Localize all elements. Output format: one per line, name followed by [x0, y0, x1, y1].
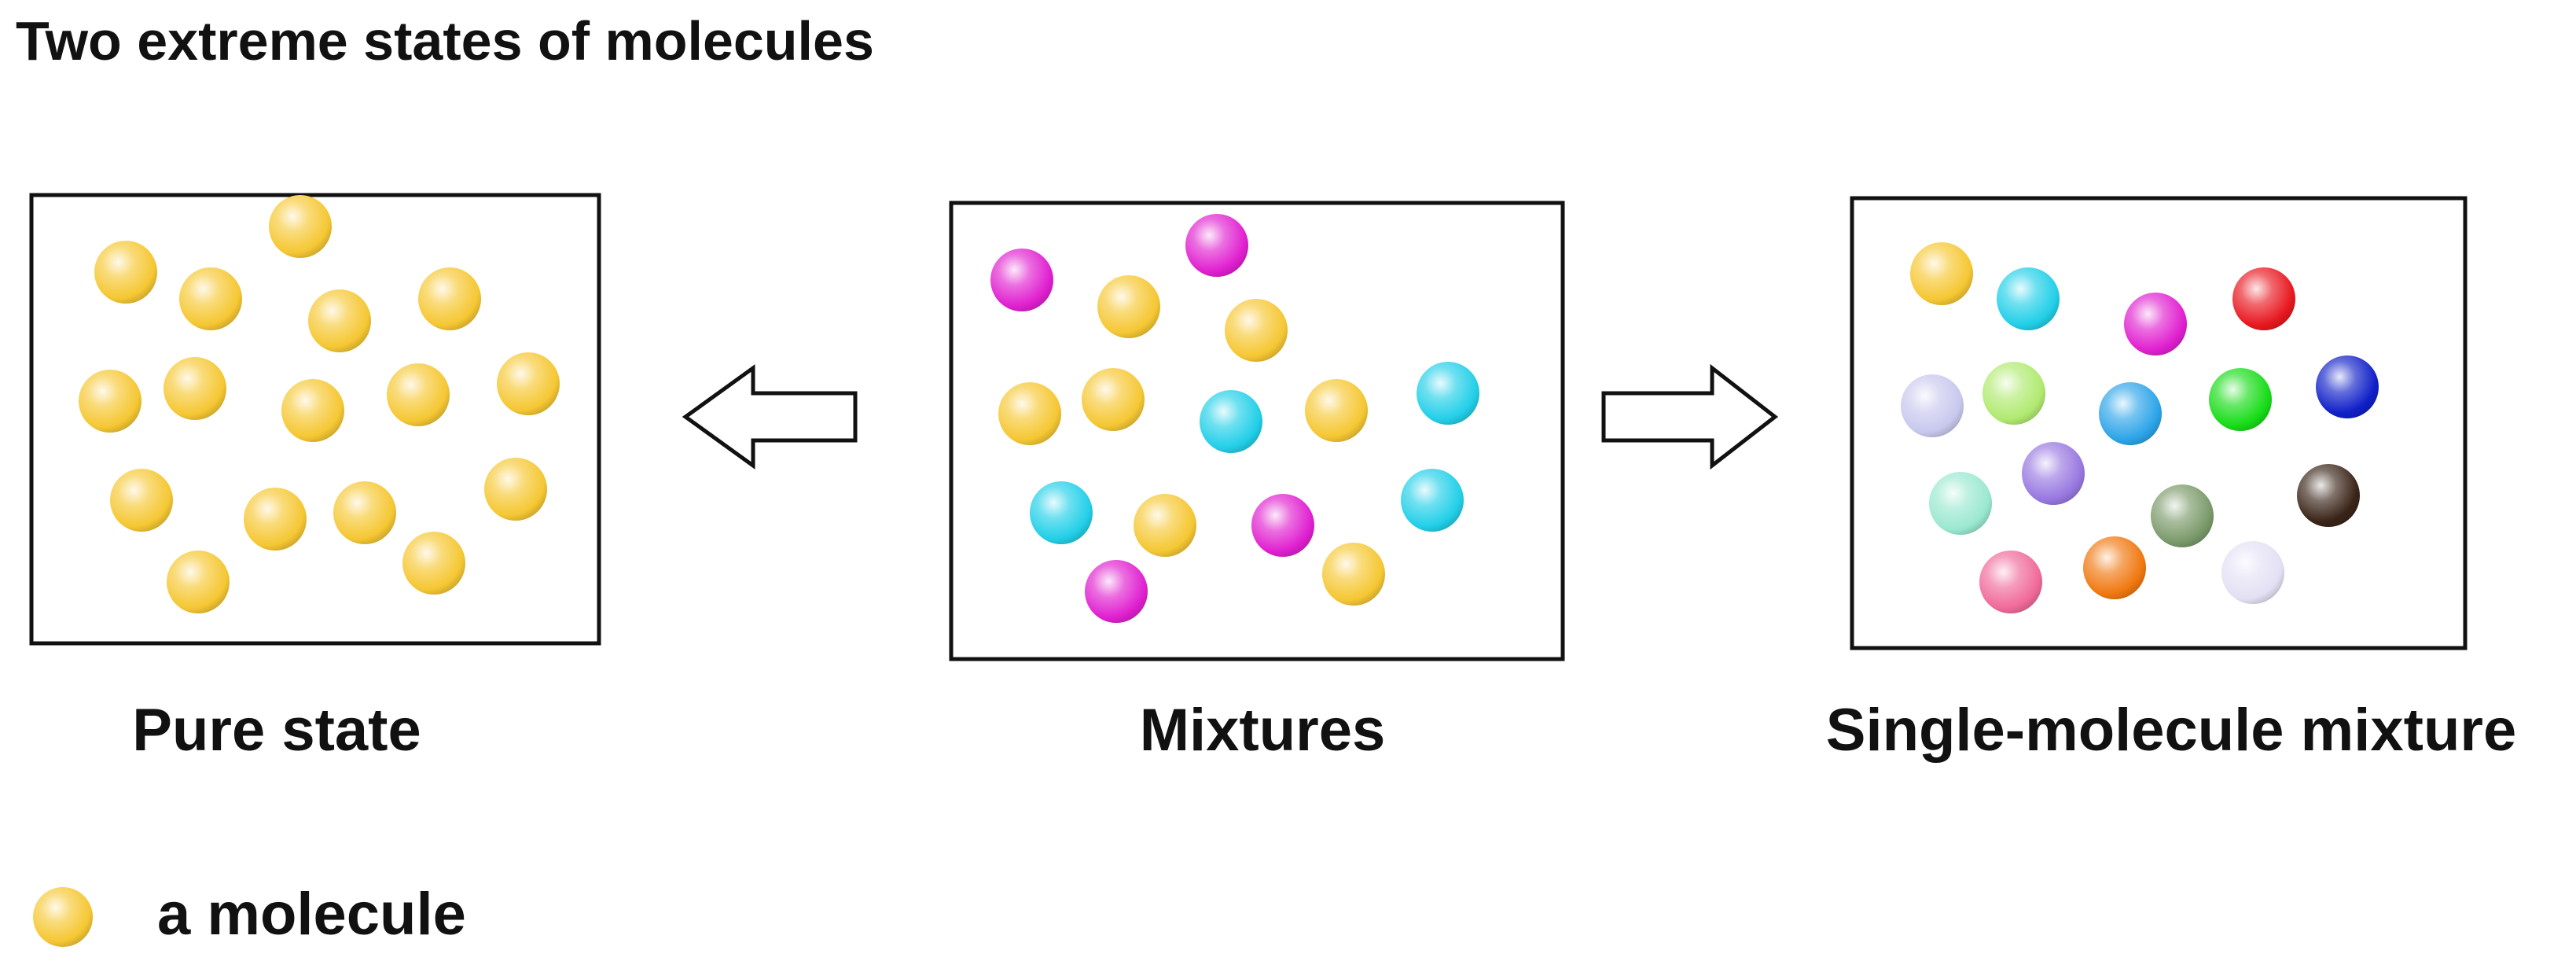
legend-label: a molecule: [157, 881, 466, 948]
yellow-molecule-icon: [33, 887, 93, 947]
magenta-molecule-icon: [1085, 560, 1148, 623]
purple-molecule-icon: [2022, 442, 2085, 505]
yellow-molecule-icon: [1225, 299, 1288, 362]
cyan-molecule-icon: [1417, 362, 1479, 425]
blue-molecule-icon: [2316, 355, 2379, 418]
lavender-molecule-icon: [1901, 374, 1964, 437]
legend: a molecule: [33, 881, 466, 948]
yellow-molecule-icon: [269, 195, 332, 258]
right-arrow-icon: [1601, 363, 1779, 470]
cyan-molecule-icon: [1200, 390, 1262, 453]
yellow-molecule-icon: [281, 379, 344, 442]
magenta-molecule-icon: [2124, 293, 2187, 355]
yellow-molecule-icon: [1134, 494, 1196, 557]
pale-lavender-molecule-icon: [2221, 541, 2284, 604]
yellow-molecule-icon: [94, 241, 157, 304]
panel-mixtures: Mixtures: [949, 201, 1565, 764]
yellow-molecule-icon: [244, 488, 307, 551]
panel-pure-state: Pure state: [29, 193, 601, 764]
diagram-title: Two extreme states of molecules: [16, 10, 874, 72]
light-green-molecule-icon: [1983, 362, 2045, 425]
magenta-molecule-icon: [1185, 214, 1248, 277]
cyan-molecule-icon: [1401, 469, 1464, 532]
magenta-molecule-icon: [1251, 494, 1314, 557]
yellow-molecule-icon: [402, 532, 465, 595]
yellow-molecule-icon: [79, 370, 141, 433]
cyan-molecule-icon: [1997, 267, 2060, 330]
pure-state-label: Pure state: [132, 697, 421, 764]
yellow-molecule-icon: [308, 289, 371, 352]
orange-molecule-icon: [2083, 536, 2146, 599]
yellow-molecule-icon: [110, 469, 173, 532]
mixtures-molecules: [990, 214, 1479, 623]
legend-molecule-icon: [33, 887, 93, 947]
pure-state-molecules: [79, 195, 560, 613]
yellow-molecule-icon: [387, 363, 450, 426]
left-arrow-icon: [682, 364, 858, 470]
mixtures-label: Mixtures: [1140, 697, 1386, 764]
yellow-molecule-icon: [164, 357, 226, 420]
pink-molecule-icon: [1979, 551, 2042, 613]
yellow-molecule-icon: [418, 267, 481, 330]
panel-single-molecule-mixture: Single-molecule mixture: [1826, 196, 2516, 764]
green-molecule-icon: [2209, 368, 2272, 431]
yellow-molecule-icon: [1305, 379, 1368, 442]
sage-molecule-icon: [2151, 484, 2214, 547]
yellow-molecule-icon: [179, 267, 242, 330]
red-molecule-icon: [2232, 267, 2295, 330]
single-molecule-mixture-label: Single-molecule mixture: [1826, 697, 2516, 764]
yellow-molecule-icon: [1910, 242, 1973, 305]
yellow-molecule-icon: [484, 458, 547, 521]
yellow-molecule-icon: [1322, 543, 1385, 606]
sky-blue-molecule-icon: [2099, 382, 2162, 445]
yellow-molecule-icon: [1082, 368, 1145, 431]
single-molecule-mixture-molecules: [1901, 242, 2379, 613]
mint-molecule-icon: [1929, 472, 1992, 535]
yellow-molecule-icon: [333, 481, 396, 544]
yellow-molecule-icon: [1097, 275, 1160, 338]
yellow-molecule-icon: [497, 352, 560, 415]
dark-brown-molecule-icon: [2297, 464, 2360, 527]
yellow-molecule-icon: [998, 382, 1061, 445]
yellow-molecule-icon: [167, 551, 230, 613]
magenta-molecule-icon: [990, 249, 1053, 311]
cyan-molecule-icon: [1030, 481, 1093, 544]
